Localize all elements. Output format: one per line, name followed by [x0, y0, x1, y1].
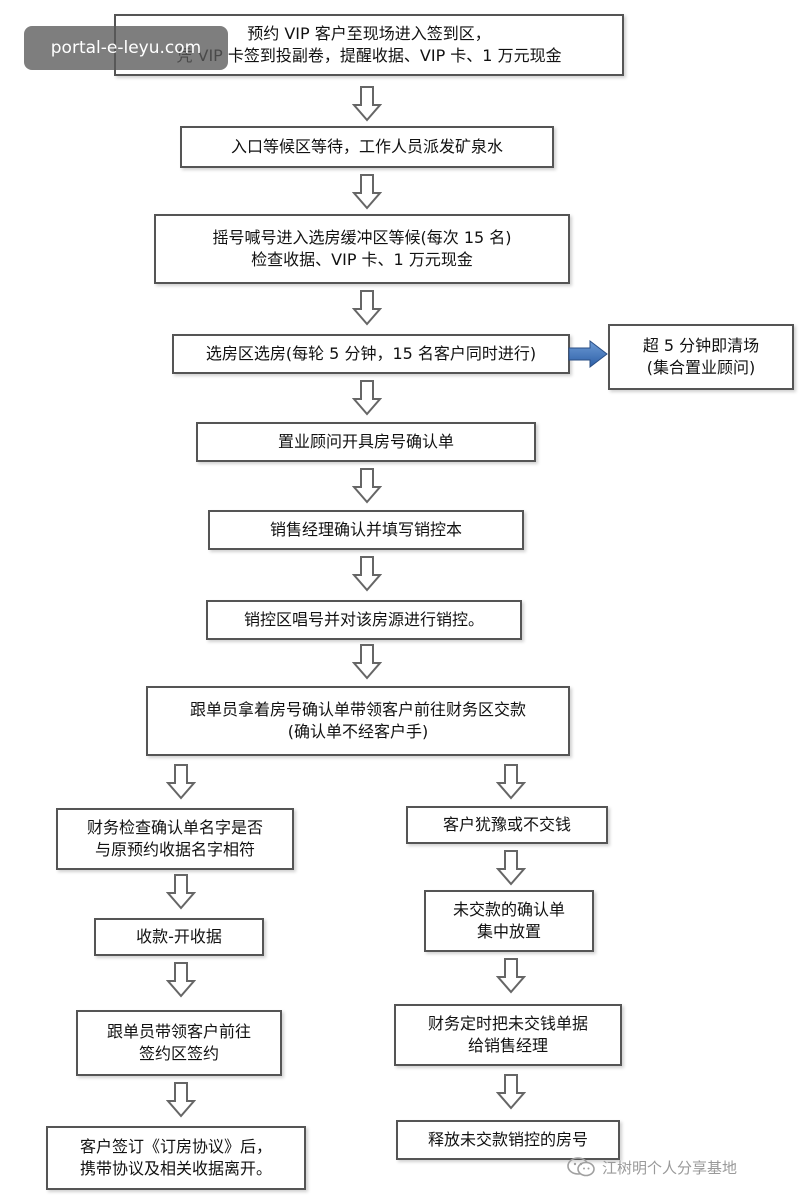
down-arrow-icon: [352, 468, 382, 504]
step-text-line: 跟单员拿着房号确认单带领客户前往财务区交款: [189, 700, 526, 719]
step-text-line: 入口等候区等待，工作人员派发矿泉水: [230, 137, 503, 156]
right-hesitate-box: 客户犹豫或不交钱: [406, 806, 608, 844]
right-collect-slips-box: 未交款的确认单 集中放置: [424, 890, 594, 952]
step-text-line: 释放未交款销控的房号: [427, 1130, 588, 1149]
step-text-line: 客户签订《订房协议》后，: [79, 1137, 272, 1156]
down-arrow-icon: [496, 958, 526, 994]
step-text-line: 签约区签约: [138, 1044, 219, 1063]
watermark-url: portal-e-leyu.com: [24, 26, 228, 70]
step-text-line: 集中放置: [476, 922, 541, 941]
down-arrow-icon: [352, 86, 382, 122]
step-text-line: 销售经理确认并填写销控本: [269, 520, 462, 539]
down-arrow-icon: [166, 874, 196, 910]
down-arrow-icon: [352, 644, 382, 680]
step-clear-box: 超 5 分钟即清场 (集合置业顾问): [608, 324, 794, 390]
step-text-line: 凭 VIP 卡签到投副卷，提醒收据、VIP 卡、1 万元现金: [176, 46, 562, 65]
down-arrow-icon: [352, 556, 382, 592]
down-arrow-icon: [496, 764, 526, 800]
left-finance-check-box: 财务检查确认单名字是否 与原预约收据名字相符: [56, 808, 294, 870]
step-waiting-box: 入口等候区等待，工作人员派发矿泉水: [180, 126, 554, 168]
down-arrow-icon: [166, 1082, 196, 1118]
left-receive-payment-box: 收款-开收据: [94, 918, 264, 956]
right-finance-return-box: 财务定时把未交钱单据 给销售经理: [394, 1004, 622, 1066]
step-text-line: 与原预约收据名字相符: [94, 840, 255, 859]
step-text-line: 检查收据、VIP 卡、1 万元现金: [251, 250, 473, 269]
watermark-signature: 江树明个人分享基地: [566, 1154, 737, 1180]
step-sales-manager-box: 销售经理确认并填写销控本: [208, 510, 524, 550]
watermark-text: 江树明个人分享基地: [602, 1158, 738, 1177]
step-text-line: 未交款的确认单: [452, 900, 565, 919]
down-arrow-icon: [352, 174, 382, 210]
step-text-line: 客户犹豫或不交钱: [442, 815, 571, 834]
down-arrow-icon: [166, 764, 196, 800]
down-arrow-icon: [496, 850, 526, 886]
step-text-line: 携带协议及相关收据离开。: [79, 1159, 272, 1178]
step-text-line: 跟单员带领客户前往: [106, 1022, 251, 1041]
step-text-line: (集合置业顾问): [646, 358, 756, 377]
step-text-line: (确认单不经客户手): [287, 722, 429, 741]
step-text-line: 收款-开收据: [136, 927, 222, 946]
step-text-line: 给销售经理: [467, 1036, 548, 1055]
step-text-line: 置业顾问开具房号确认单: [277, 432, 454, 451]
step-text-line: 超 5 分钟即清场: [642, 336, 760, 355]
step-lottery-box: 摇号喊号进入选房缓冲区等候(每次 15 名) 检查收据、VIP 卡、1 万元现金: [154, 214, 570, 284]
step-to-finance-box: 跟单员拿着房号确认单带领客户前往财务区交款 (确认单不经客户手): [146, 686, 570, 756]
step-text-line: 摇号喊号进入选房缓冲区等候(每次 15 名): [212, 228, 512, 247]
right-arrow-icon: [568, 339, 608, 369]
left-go-sign-box: 跟单员带领客户前往 签约区签约: [76, 1010, 282, 1076]
step-sales-control-box: 销控区唱号并对该房源进行销控。: [206, 600, 522, 640]
down-arrow-icon: [166, 962, 196, 998]
step-text-line: 选房区选房(每轮 5 分钟，15 名客户同时进行): [205, 344, 537, 363]
wechat-icon: [567, 1157, 595, 1177]
step-text-line: 财务定时把未交钱单据: [427, 1014, 588, 1033]
down-arrow-icon: [352, 380, 382, 416]
step-text-line: 销控区唱号并对该房源进行销控。: [243, 610, 484, 629]
step-confirm-slip-box: 置业顾问开具房号确认单: [196, 422, 536, 462]
step-text-line: 财务检查确认单名字是否: [86, 818, 263, 837]
step-text-line: 预约 VIP 客户至现场进入签到区，: [247, 24, 491, 43]
step-select-room-box: 选房区选房(每轮 5 分钟，15 名客户同时进行): [172, 334, 570, 374]
left-sign-agreement-box: 客户签订《订房协议》后， 携带协议及相关收据离开。: [46, 1126, 306, 1190]
down-arrow-icon: [352, 290, 382, 326]
right-release-room-box: 释放未交款销控的房号: [396, 1120, 620, 1160]
down-arrow-icon: [496, 1074, 526, 1110]
